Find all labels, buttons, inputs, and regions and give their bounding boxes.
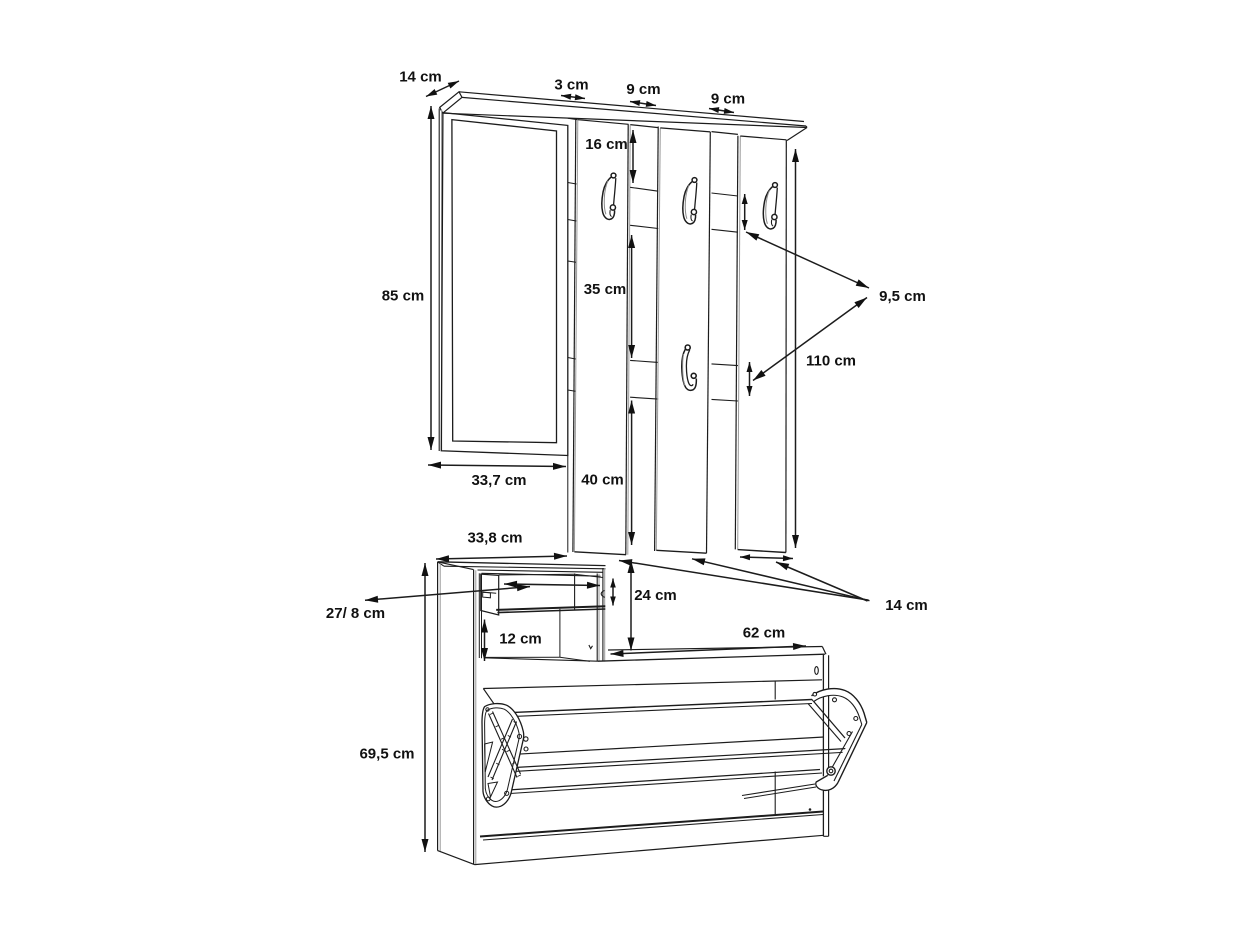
svg-text:14 cm: 14 cm bbox=[885, 597, 928, 614]
svg-text:3 cm: 3 cm bbox=[554, 77, 588, 94]
svg-text:35 cm: 35 cm bbox=[584, 281, 627, 298]
svg-text:85 cm: 85 cm bbox=[382, 288, 425, 305]
svg-text:9 cm: 9 cm bbox=[711, 91, 745, 108]
svg-text:27/ 8 cm: 27/ 8 cm bbox=[326, 605, 385, 622]
svg-text:24 cm: 24 cm bbox=[634, 587, 677, 604]
svg-text:12 cm: 12 cm bbox=[499, 631, 542, 648]
svg-text:69,5 cm: 69,5 cm bbox=[359, 746, 414, 763]
svg-text:33,7 cm: 33,7 cm bbox=[471, 472, 526, 489]
svg-text:62 cm: 62 cm bbox=[743, 625, 786, 642]
svg-text:9,5 cm: 9,5 cm bbox=[879, 288, 926, 305]
svg-text:9 cm: 9 cm bbox=[626, 81, 660, 98]
svg-text:110 cm: 110 cm bbox=[806, 353, 856, 370]
svg-text:16 cm: 16 cm bbox=[585, 136, 628, 153]
svg-text:33,8 cm: 33,8 cm bbox=[467, 530, 522, 547]
svg-text:40 cm: 40 cm bbox=[581, 472, 624, 489]
svg-text:14 cm: 14 cm bbox=[399, 69, 442, 86]
